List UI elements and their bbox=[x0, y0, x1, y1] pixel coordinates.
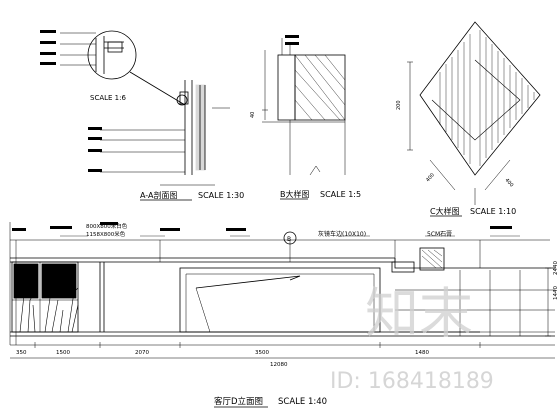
detail-b-title: B大样图 bbox=[280, 189, 310, 199]
elevation-dim-bottom-3: 2070 bbox=[135, 350, 149, 356]
detail-c-dim-left: 200 bbox=[396, 100, 402, 110]
elevation-tv-opening bbox=[179, 267, 381, 333]
detail-a-wall bbox=[184, 80, 206, 175]
elevation-note-materials: 800X800米白色 bbox=[86, 222, 128, 230]
detail-a-section bbox=[60, 30, 230, 186]
detail-c-large-detail bbox=[407, 21, 541, 205]
detail-a-magnifier-block bbox=[107, 41, 123, 53]
elevation-right-box bbox=[391, 261, 415, 273]
detail-b-title-scale: SCALE 1:5 bbox=[320, 190, 361, 199]
detail-c-title-scale: SCALE 1:10 bbox=[470, 207, 516, 216]
detail-b-dim-line bbox=[262, 50, 268, 120]
elevation-note-labels bbox=[12, 222, 512, 231]
elevation-ceiling-step bbox=[394, 258, 555, 269]
detail-a-scale-label: SCALE 1:6 bbox=[90, 94, 126, 102]
elevation-dim-right-2: 2440 bbox=[553, 261, 559, 275]
detail-a-lower-leaders bbox=[100, 129, 185, 173]
elevation-plant bbox=[19, 287, 79, 333]
elevation-dark-tile-1 bbox=[13, 263, 39, 299]
detail-a-callout-circle bbox=[176, 94, 188, 106]
elevation-section-marker-label: B bbox=[287, 236, 291, 243]
detail-a-hatch bbox=[195, 84, 206, 171]
elevation-divider-1 bbox=[99, 262, 105, 332]
elevation-decor-line bbox=[195, 275, 301, 289]
elevation-note-grid: 灰镜车边(10X10) bbox=[318, 230, 366, 238]
detail-b-large-detail bbox=[262, 38, 346, 176]
elevation-dim-bottom-1: 350 bbox=[16, 350, 27, 356]
elevation-dim-bottom-2: 1500 bbox=[56, 350, 70, 356]
elevation-floor-line bbox=[10, 331, 555, 337]
detail-c-wood-grain bbox=[439, 30, 535, 166]
elevation-section-marker bbox=[283, 231, 297, 245]
elevation-note-materials-2: 1158X800米色 bbox=[86, 230, 126, 238]
detail-c-outer-diamond bbox=[419, 21, 541, 176]
detail-a-title: A-A剖面图 bbox=[140, 190, 177, 200]
detail-a-callout-line bbox=[129, 71, 186, 106]
detail-c-dim-bottom-left: 400 bbox=[425, 172, 436, 183]
detail-b-dim-vertical: 40 bbox=[250, 112, 256, 118]
elevation-note-right: 5CM石膏 bbox=[427, 230, 452, 238]
elevation-dim-bottom-5: 1480 bbox=[415, 350, 429, 356]
detail-b-frame bbox=[277, 54, 296, 121]
detail-c-inner-chevron bbox=[431, 59, 521, 141]
elevation-ceiling-line bbox=[10, 257, 395, 263]
detail-a-title-scale: SCALE 1:30 bbox=[198, 191, 244, 200]
elevation-title: 客厅D立面图 bbox=[214, 396, 263, 407]
elevation-drawing bbox=[9, 222, 555, 359]
elevation-dim-bottom-4: 3500 bbox=[255, 350, 269, 356]
elevation-cabinet-lines bbox=[395, 289, 555, 333]
detail-a-profile bbox=[179, 91, 189, 105]
detail-c-title: C大样图 bbox=[430, 206, 460, 216]
elevation-title-scale: SCALE 1:40 bbox=[278, 397, 327, 407]
elevation-dim-right-1: 1440 bbox=[553, 286, 559, 300]
elevation-dim-total: 12080 bbox=[270, 362, 288, 368]
detail-c-dim-left-line bbox=[407, 61, 413, 151]
detail-b-hatch bbox=[294, 54, 346, 121]
elevation-dark-tile-2 bbox=[41, 263, 77, 299]
detail-c-dim-bottom-right: 400 bbox=[504, 177, 515, 188]
detail-b-labels bbox=[285, 35, 299, 45]
watermark-brand: 知末 bbox=[365, 282, 473, 345]
elevation-right-hatch-box bbox=[419, 247, 445, 271]
watermark-id: ID: 168418189 bbox=[330, 369, 494, 394]
detail-a-leaders bbox=[60, 32, 96, 66]
detail-a-labels bbox=[40, 30, 102, 172]
